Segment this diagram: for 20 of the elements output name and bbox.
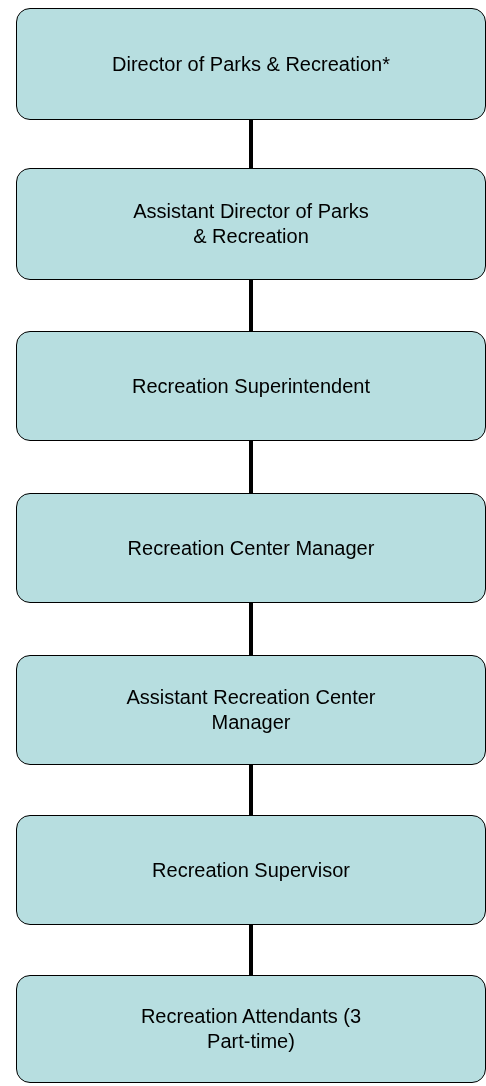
connector-line (249, 765, 253, 815)
position-title: Recreation Superintendent (132, 373, 370, 399)
connector-line (249, 925, 253, 975)
position-title: Recreation Supervisor (152, 857, 350, 883)
position-title: Assistant Director of Parks & Recreation (132, 199, 370, 249)
position-title: Director of Parks & Recreation* (112, 51, 390, 77)
position-box (16, 975, 486, 1083)
connector-line (249, 280, 253, 331)
connector-line (249, 603, 253, 655)
position-box (16, 8, 486, 120)
position-title: Recreation Center Manager (127, 535, 375, 561)
position-title: Assistant Recreation Center Manager (125, 685, 377, 735)
position-title: Recreation Attendants (3 Part-time) (139, 1004, 363, 1054)
position-box (16, 493, 486, 603)
position-box (16, 331, 486, 441)
position-box (16, 815, 486, 925)
connector-line (249, 441, 253, 493)
connector-line (249, 120, 253, 168)
position-box (16, 655, 486, 765)
position-box (16, 168, 486, 280)
